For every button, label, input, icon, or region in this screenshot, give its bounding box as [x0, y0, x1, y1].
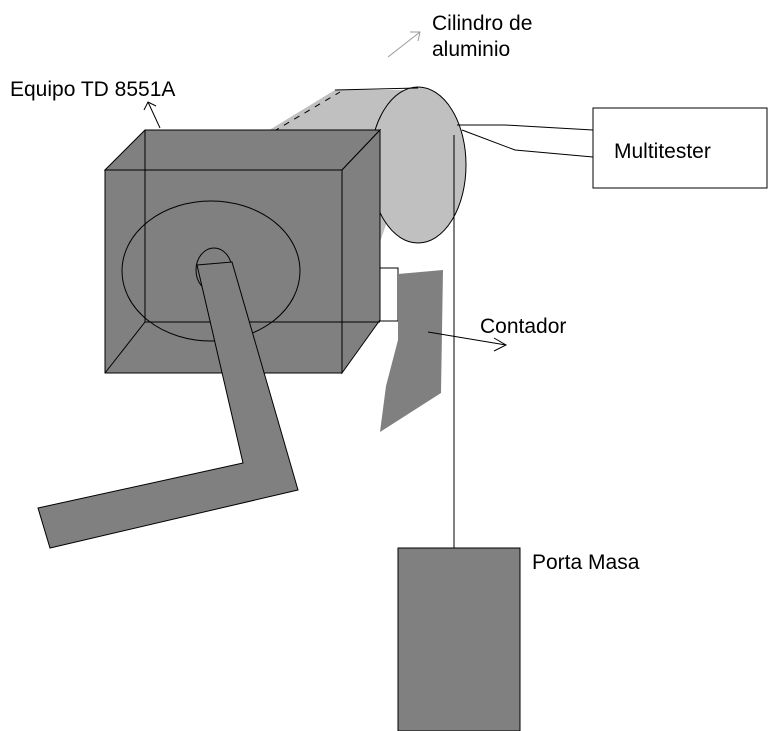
label-cilindro-line2: aluminio [432, 38, 510, 61]
label-porta-masa: Porta Masa [532, 551, 640, 574]
counter-shape [380, 270, 443, 432]
mass-holder [397, 547, 521, 731]
box-right-face [341, 128, 381, 375]
box-back-diagonal-edge [104, 321, 146, 374]
label-multitester: Multitester [614, 140, 711, 163]
label-equipo: Equipo TD 8551A [10, 78, 175, 101]
label-contador: Contador [480, 315, 566, 338]
cylinder-top-edge [334, 87, 419, 91]
wire-top [457, 124, 594, 131]
wheel [121, 200, 301, 342]
connector-block [379, 267, 399, 322]
arrow-cilindro [387, 31, 421, 58]
cylinder-end-face [369, 86, 467, 244]
multitester-box [592, 107, 768, 189]
box-top-face [103, 129, 382, 171]
crank-handle [37, 261, 299, 549]
label-cilindro-line1: Cilindro de [432, 12, 532, 35]
wire-bottom [461, 129, 594, 158]
arrow-contador [427, 331, 508, 352]
arrow-equipo [143, 101, 161, 129]
